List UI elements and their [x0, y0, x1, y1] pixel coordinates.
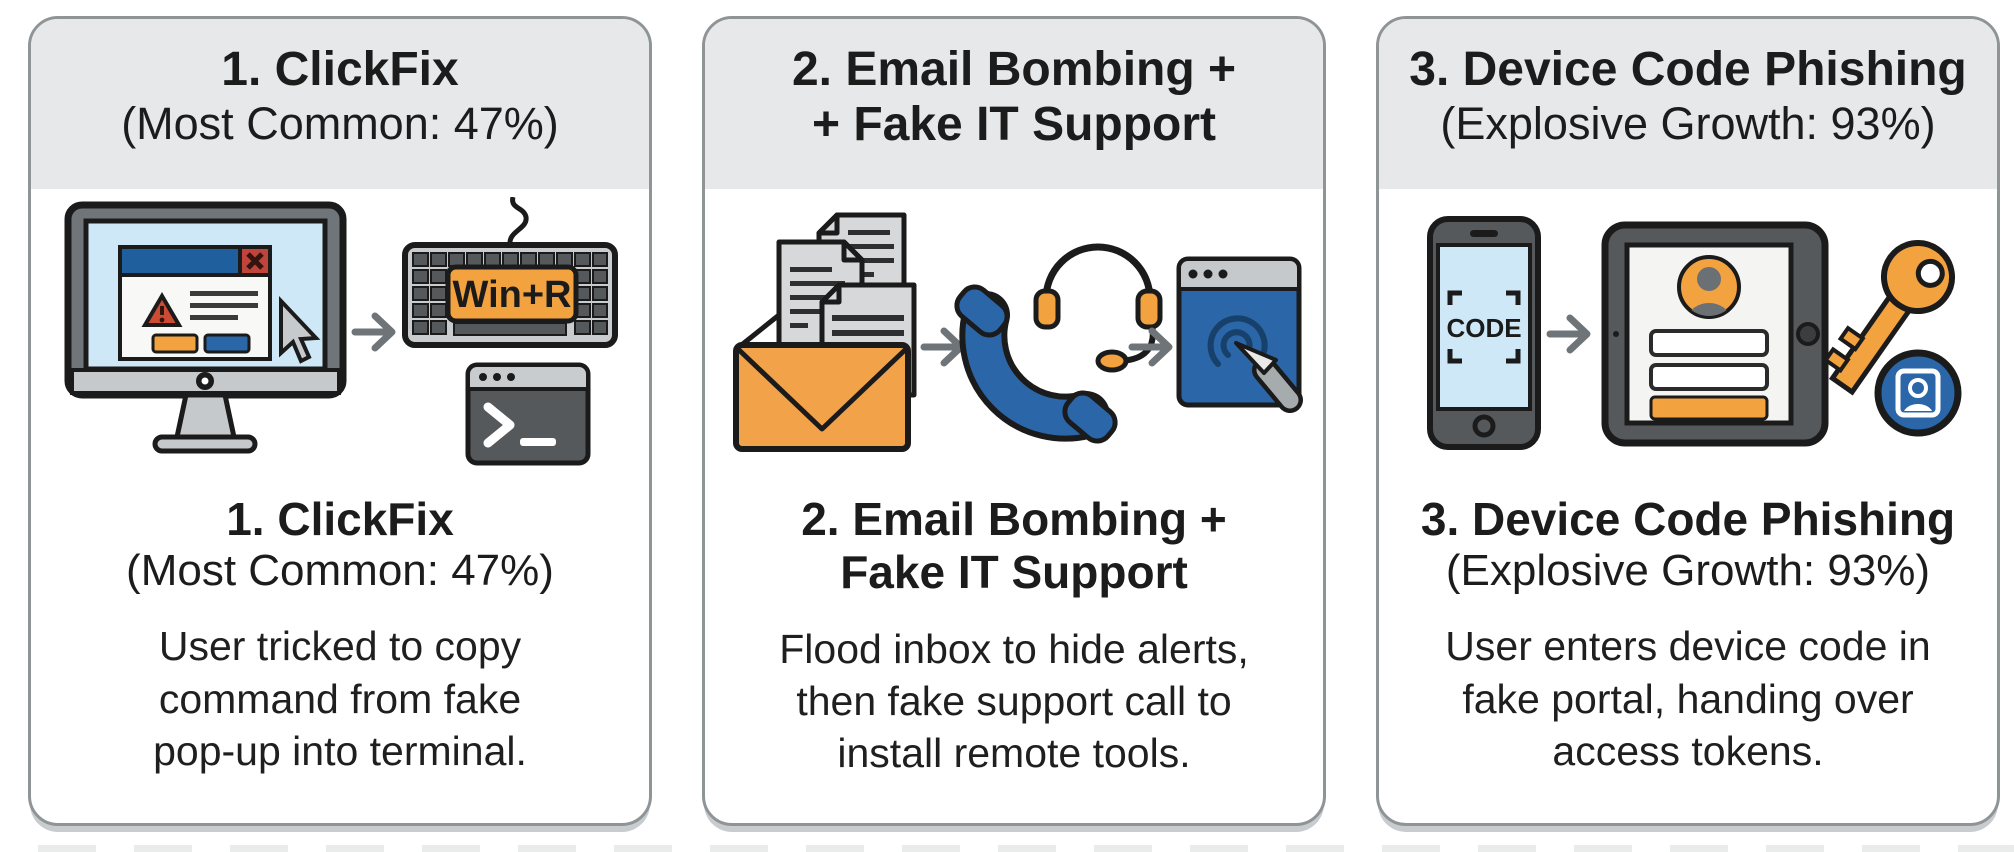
login-input-field: [1649, 329, 1769, 357]
phone-code-label: CODE: [1446, 313, 1521, 343]
card-mid-subtitle: Fake IT Support: [840, 545, 1188, 598]
card-header-subtitle: + Fake IT Support: [811, 97, 1217, 151]
desc-line: install remote tools.: [837, 729, 1191, 776]
cropped-next-row-artifacts: [0, 845, 2014, 852]
card-mid-subtitle: (Most Common: 47%): [126, 545, 554, 595]
card-header-subtitle: (Explosive Growth: 93%): [1440, 97, 1936, 149]
desc-line: User enters device code in: [1445, 623, 1931, 670]
terminal-window-icon: [465, 362, 591, 466]
desc-line: pop-up into terminal.: [153, 727, 527, 774]
card-header-subtitle: (Most Common: 47%): [121, 97, 559, 149]
card-clickfix-description: User tricked to copy command from fake p…: [31, 620, 649, 776]
scan-brackets-icon: [1447, 290, 1521, 364]
cursor-arrow-icon: [279, 295, 321, 364]
card-mid-title: 3. Device Code Phishing: [1420, 493, 1956, 545]
desc-line: then fake support call to: [796, 677, 1232, 724]
id-badge-icon: [1874, 349, 1962, 437]
card-mid-title: 2. Email Bombing +: [801, 493, 1227, 545]
card-mid-subtitle: (Explosive Growth: 93%): [1445, 545, 1931, 595]
terminal-prompt-icon: [483, 402, 515, 448]
desc-line: Flood inbox to hide alerts,: [779, 625, 1249, 672]
fake-portal-tablet-icon: [1601, 221, 1829, 447]
screwdriver-icon: [1234, 341, 1278, 375]
card-device-code-description: User enters device code in fake portal, …: [1379, 620, 1997, 776]
clickfix-icon-row: Win+R: [64, 197, 618, 466]
support-call-headset-icon: [954, 243, 1163, 444]
device-code-icon-row: CODE: [1427, 216, 1962, 450]
card-email-bombing-header: 2. Email Bombing + + Fake IT Support: [705, 19, 1323, 189]
card-device-code-header: 3. Device Code Phishing (Explosive Growt…: [1379, 19, 1997, 189]
flow-arrow-icon: [1128, 327, 1173, 367]
login-submit-bar: [1649, 395, 1769, 421]
desc-line: command from fake: [158, 675, 522, 722]
card-clickfix: 1. ClickFix (Most Common: 47%): [28, 16, 652, 826]
card-header-title: 3. Device Code Phishing: [1409, 43, 1967, 96]
card-header-title: 1. ClickFix: [221, 43, 459, 96]
card-clickfix-header: 1. ClickFix (Most Common: 47%): [31, 19, 649, 189]
fake-popup-monitor-icon: [64, 201, 347, 454]
card-email-bombing-midtitle: 2. Email Bombing + Fake IT Support: [705, 493, 1323, 599]
flow-arrow-icon: [351, 312, 396, 352]
login-input-field: [1649, 363, 1769, 391]
remote-tool-browser-icon: [1176, 256, 1303, 413]
card-device-code-phishing: 3. Device Code Phishing (Explosive Growt…: [1376, 16, 2000, 826]
desc-line: User tricked to copy: [158, 623, 522, 670]
card-device-code-midtitle: 3. Device Code Phishing (Explosive Growt…: [1379, 493, 1997, 596]
card-header-title: 2. Email Bombing +: [791, 43, 1237, 96]
card-mid-title: 1. ClickFix: [226, 493, 454, 545]
win-r-key-label: Win+R: [453, 274, 572, 316]
card-clickfix-midtitle: 1. ClickFix (Most Common: 47%): [31, 493, 649, 596]
desc-line: access tokens.: [1552, 727, 1824, 774]
flow-arrow-icon: [920, 327, 965, 367]
email-flood-envelope-icon: [733, 212, 917, 452]
email-bombing-icon-row: [733, 212, 1303, 452]
card-email-bombing: 2. Email Bombing + + Fake IT Support: [702, 16, 1326, 826]
flow-arrow-icon: [1546, 314, 1591, 354]
desc-line: fake portal, handing over: [1462, 675, 1914, 722]
access-token-key-icon: [1822, 240, 1962, 437]
tap-ripple-icon: [1207, 315, 1268, 367]
win-r-keyboard-icon: Win+R: [402, 197, 618, 348]
device-code-phone-icon: CODE: [1427, 216, 1541, 450]
card-email-bombing-description: Flood inbox to hide alerts, then fake su…: [705, 623, 1323, 779]
